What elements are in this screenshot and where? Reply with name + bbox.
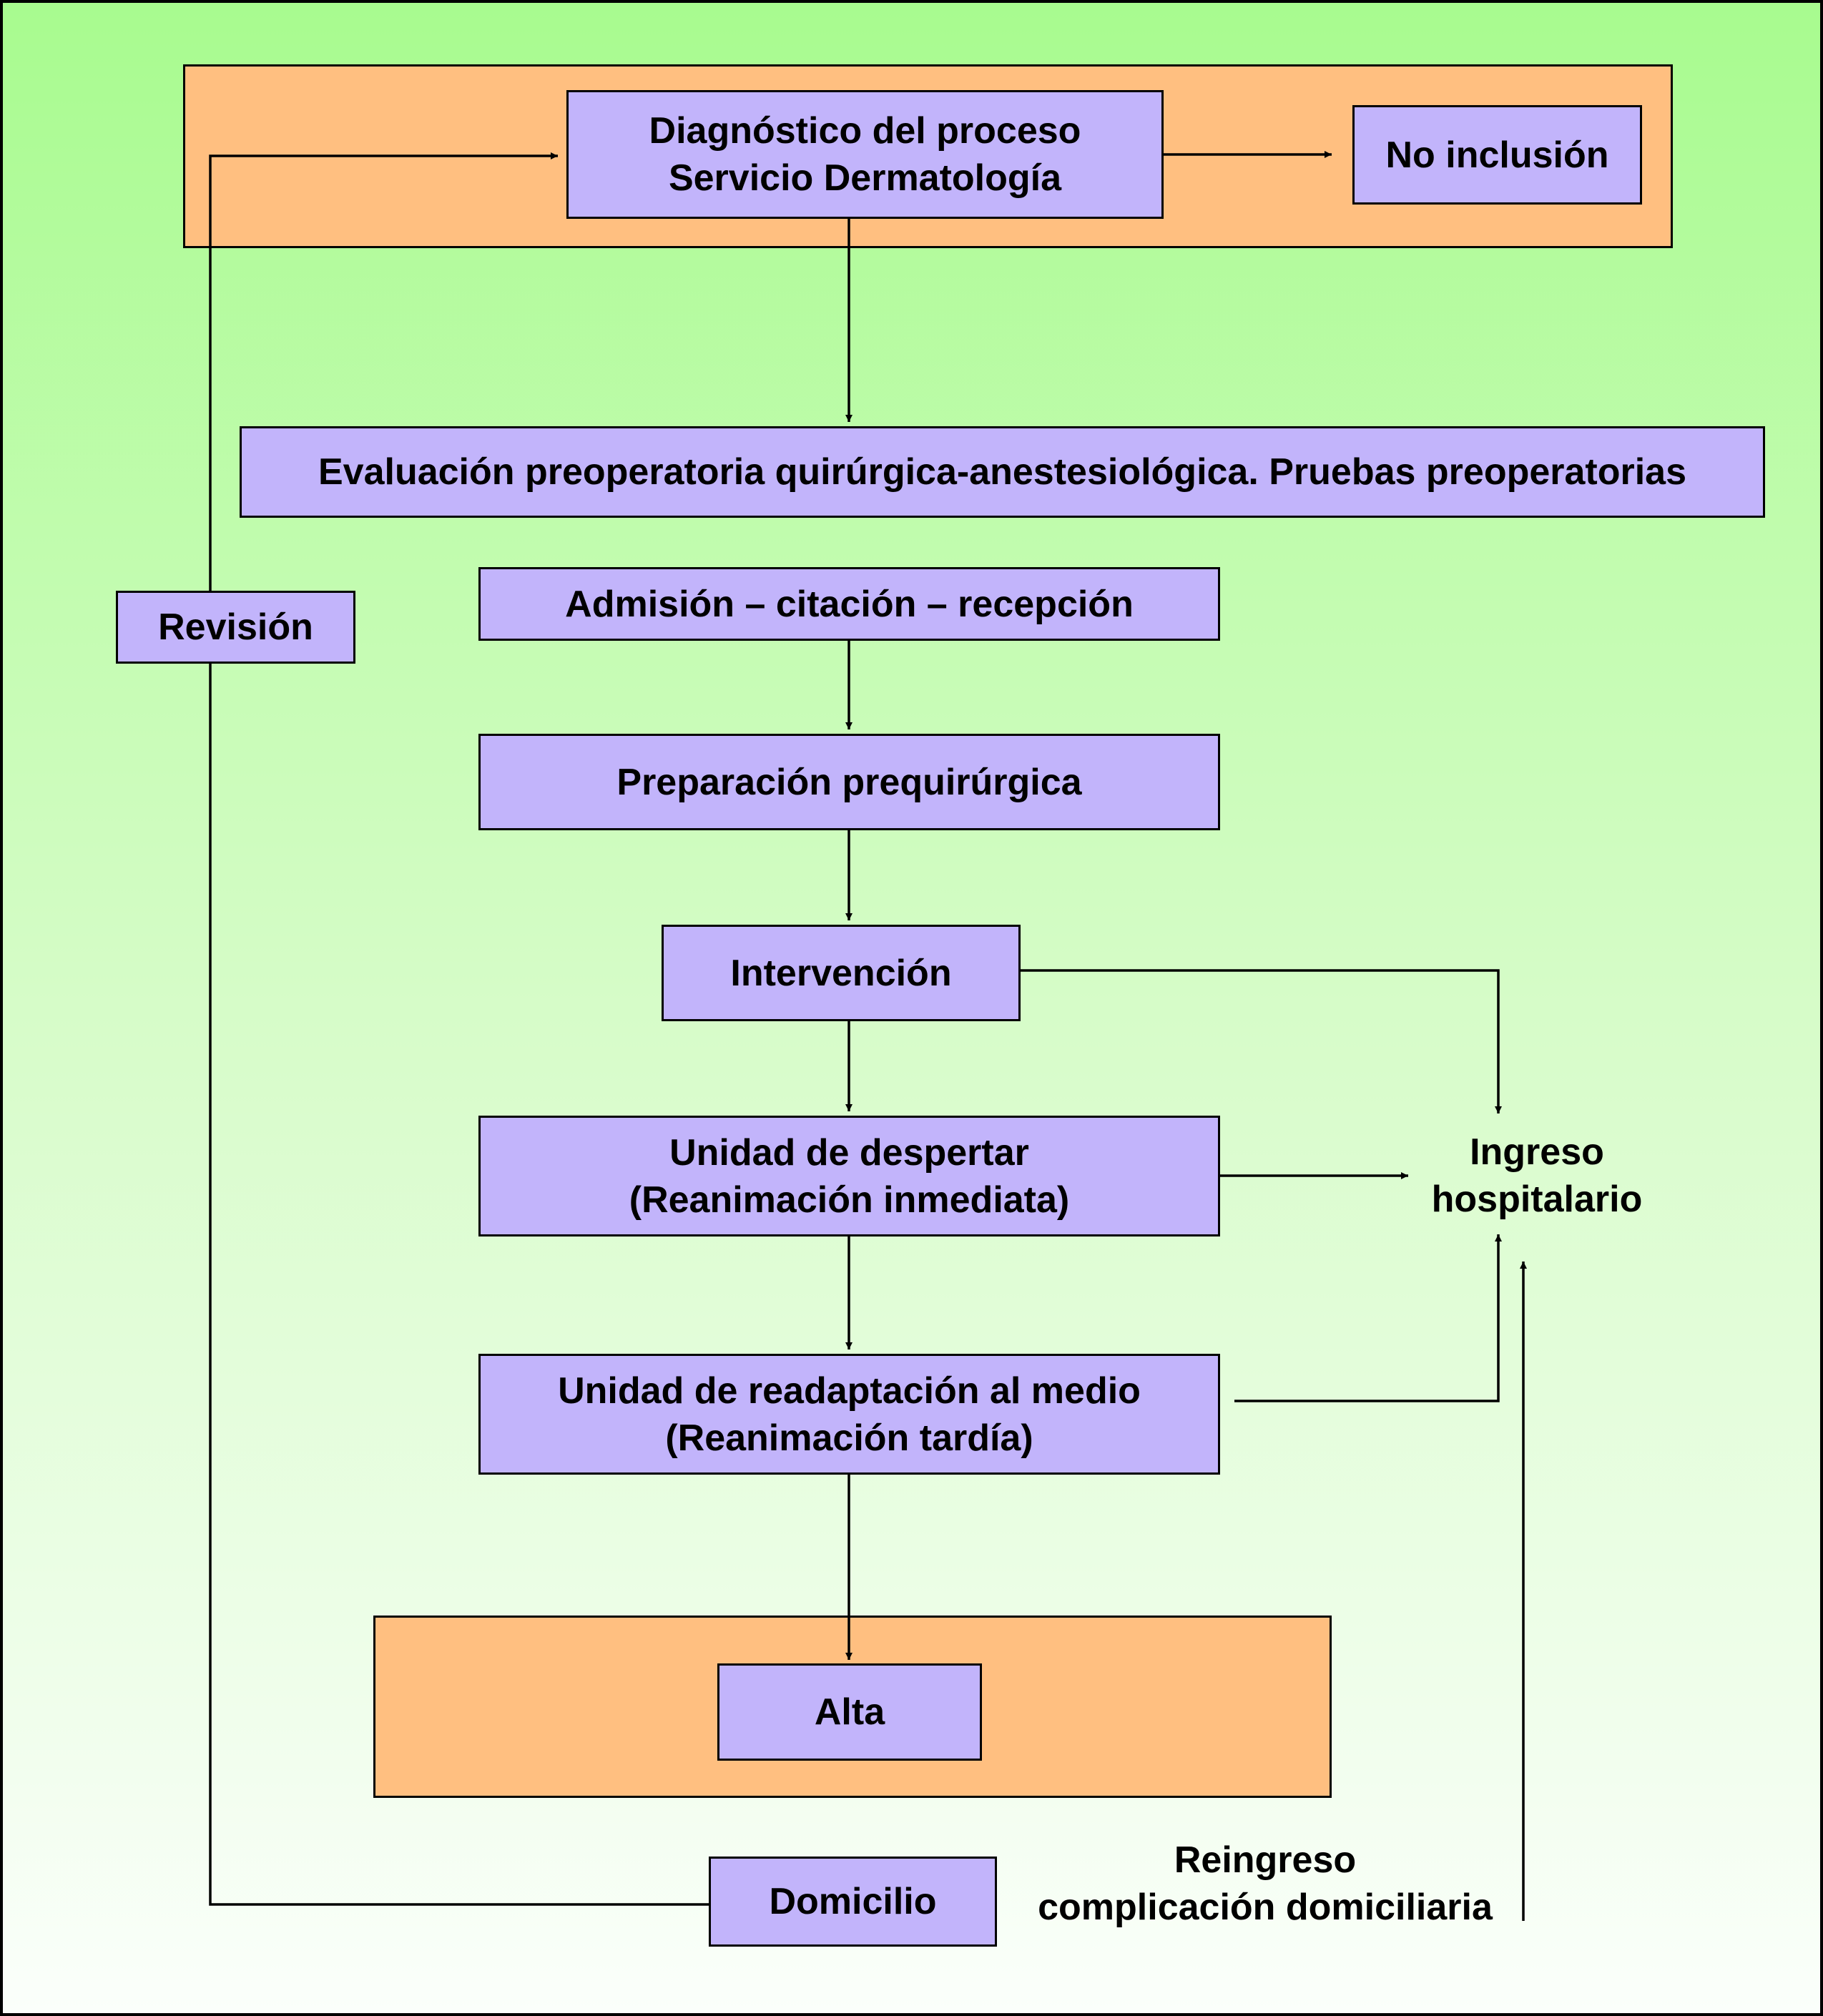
diagnostico-line-1: Diagnóstico del proceso: [649, 110, 1081, 152]
reingreso-label: Reingreso complicación domiciliaria: [1015, 1834, 1515, 1934]
alta-label: Alta: [814, 1691, 885, 1733]
reingreso-line-2: complicación domiciliaria: [1038, 1887, 1493, 1928]
admision-label: Admisión – citación – recepción: [565, 583, 1134, 625]
admision-node: Admisión – citación – recepción: [478, 567, 1220, 641]
preparacion-label: Preparación prequirúrgica: [616, 761, 1082, 803]
unidad-despertar-line-2: (Reanimación inmediata): [629, 1179, 1070, 1221]
preparacion-node: Preparación prequirúrgica: [478, 734, 1220, 830]
intervencion-label: Intervención: [730, 952, 952, 994]
ingreso-line-2: hospitalario: [1431, 1179, 1643, 1220]
no-inclusion-label: No inclusión: [1385, 134, 1609, 176]
unidad-readaptacion-line-1: Unidad de readaptación al medio: [558, 1370, 1141, 1412]
evaluacion-node: Evaluación preoperatoria quirúrgica-anes…: [240, 426, 1765, 518]
domicilio-node: Domicilio: [709, 1857, 997, 1947]
unidad-despertar-line-1: Unidad de despertar: [669, 1131, 1029, 1174]
unidad-readaptacion-node: Unidad de readaptación al medio (Reanima…: [478, 1354, 1220, 1475]
diagnostico-node: Diagnóstico del proceso Servicio Dermato…: [566, 90, 1164, 219]
domicilio-label: Domicilio: [769, 1881, 937, 1922]
revision-label: Revisión: [158, 606, 313, 648]
arrow-intervencion-to-ingreso: [1020, 969, 1502, 1113]
unidad-despertar-node: Unidad de despertar (Reanimación inmedia…: [478, 1116, 1220, 1236]
reingreso-line-1: Reingreso: [1174, 1839, 1357, 1881]
revision-node: Revisión: [116, 591, 355, 664]
arrow-unidad-readaptacion-to-ingreso: [1234, 1234, 1502, 1402]
ingreso-line-1: Ingreso: [1470, 1131, 1604, 1173]
alta-node: Alta: [717, 1663, 982, 1761]
diagnostico-line-2: Servicio Dermatología: [668, 157, 1062, 199]
evaluacion-label: Evaluación preoperatoria quirúrgica-anes…: [318, 451, 1687, 493]
arrow-revision-to-diagnostico: [209, 152, 558, 591]
loop-domicilio-to-revision: [209, 664, 709, 1906]
unidad-readaptacion-line-2: (Reanimación tardía): [665, 1417, 1033, 1459]
intervencion-node: Intervención: [662, 925, 1021, 1021]
ingreso-hospitalario-label: Ingreso hospitalario: [1405, 1126, 1669, 1226]
no-inclusion-node: No inclusión: [1352, 105, 1642, 205]
connector-lines: [209, 151, 1527, 1921]
